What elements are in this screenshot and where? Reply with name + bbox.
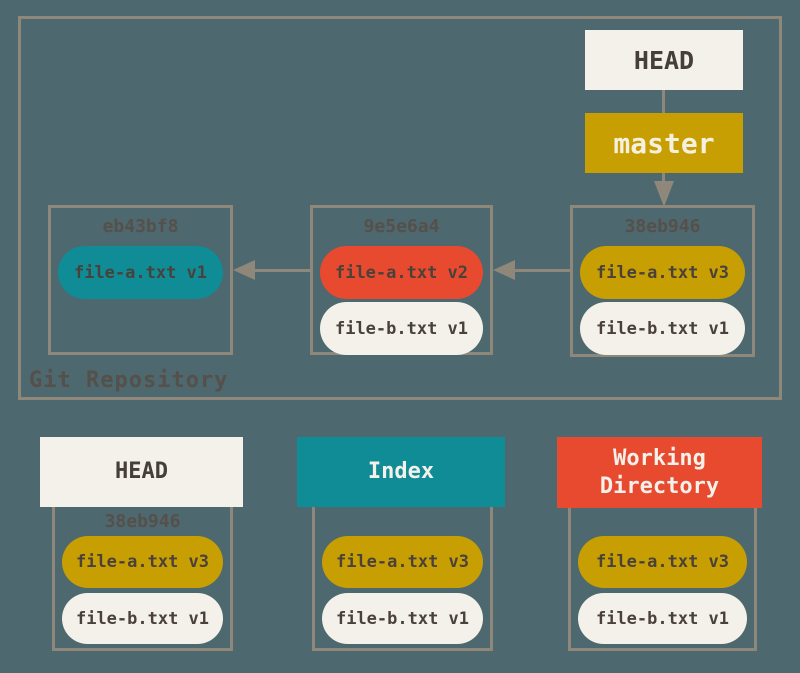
file-pill: file-b.txt v1 — [62, 593, 223, 644]
arrow-left-icon — [233, 260, 255, 280]
file-pill: file-b.txt v1 — [578, 593, 747, 644]
file-pill: file-a.txt v3 — [62, 536, 223, 588]
commit-box-eb43bf8: eb43bf8 file-a.txt v1 — [48, 205, 233, 355]
working-directory-area-header: Working Directory — [557, 437, 762, 508]
master-branch-ref: master — [585, 113, 743, 173]
file-pill: file-a.txt v3 — [322, 536, 483, 588]
index-area-contents: file-a.txt v3 file-b.txt v1 — [312, 500, 493, 651]
git-repository-box: Git Repository — [18, 16, 782, 400]
arrow-left-icon — [493, 260, 515, 280]
git-repository-label: Git Repository — [29, 368, 229, 393]
master-to-commit-connector — [662, 173, 665, 183]
head-ref: HEAD — [585, 30, 743, 90]
file-pill: file-b.txt v1 — [580, 302, 745, 355]
index-area-header: Index — [297, 437, 505, 507]
commit-hash: eb43bf8 — [102, 216, 179, 237]
commit-hash: 38eb946 — [104, 511, 181, 532]
file-pill: file-a.txt v3 — [580, 246, 745, 299]
commit-box-38eb946: 38eb946 file-a.txt v3 file-b.txt v1 — [570, 205, 755, 357]
commit-hash: 9e5e6a4 — [363, 216, 440, 237]
file-pill: file-a.txt v2 — [320, 246, 483, 299]
arrow-down-icon — [654, 181, 674, 207]
head-to-master-connector — [662, 90, 665, 113]
file-pill: file-b.txt v1 — [320, 302, 483, 355]
working-directory-area-contents: file-a.txt v3 file-b.txt v1 — [568, 500, 757, 651]
commit-parent-connector — [255, 269, 310, 272]
head-area-header: HEAD — [40, 437, 243, 507]
commit-hash: 38eb946 — [624, 216, 701, 237]
commit-parent-connector — [515, 269, 570, 272]
file-pill: file-a.txt v1 — [58, 246, 223, 299]
commit-box-9e5e6a4: 9e5e6a4 file-a.txt v2 file-b.txt v1 — [310, 205, 493, 355]
file-pill: file-a.txt v3 — [578, 536, 747, 588]
head-area-contents: 38eb946 file-a.txt v3 file-b.txt v1 — [52, 500, 233, 651]
file-pill: file-b.txt v1 — [322, 593, 483, 644]
